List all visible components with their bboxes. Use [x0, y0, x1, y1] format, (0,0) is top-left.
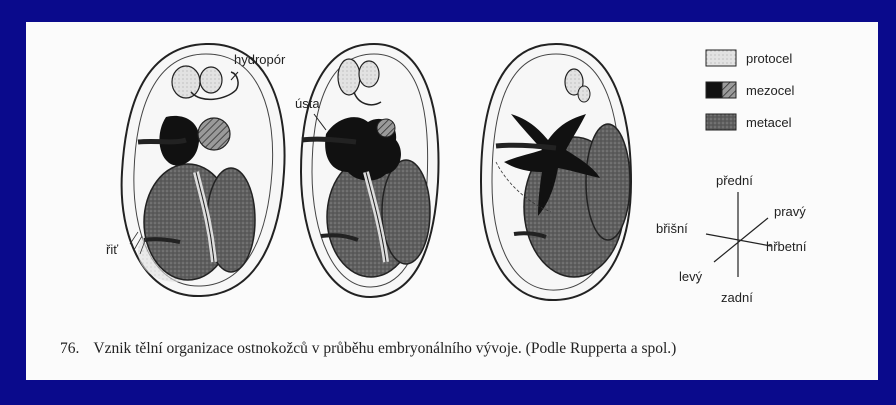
embryo-stage-3 [481, 44, 631, 300]
orientation-axes: přední zadní břišní hřbetní pravý levý [656, 173, 807, 305]
axis-label-lower-left: levý [679, 269, 703, 284]
embryo-diagram: hydropór ústa řiť protocel mezocel metac… [26, 22, 878, 332]
label-hydropor: hydropór [234, 52, 286, 67]
embryo-stage-1 [122, 44, 285, 296]
legend: protocel mezocel metacel [706, 50, 795, 130]
axis-label-left: břišní [656, 221, 688, 236]
figure-sheet: hydropór ústa řiť protocel mezocel metac… [26, 22, 878, 380]
legend-label-mezocel: mezocel [746, 83, 795, 98]
embryo-stage-2 [301, 44, 438, 297]
legend-swatch-mezocel-hatched [722, 82, 736, 98]
axis-label-upper-right: pravý [774, 204, 806, 219]
axis-label-right: hřbetní [766, 239, 807, 254]
axis-label-top: přední [716, 173, 753, 188]
legend-label-metacel: metacel [746, 115, 792, 130]
legend-swatch-mezocel-solid [706, 82, 722, 98]
legend-swatch-protocel [706, 50, 736, 66]
label-usta: ústa [295, 96, 320, 111]
figure-caption: 76. Vznik tělní organizace ostnokožců v p… [60, 340, 860, 358]
axis-diagonal [714, 218, 768, 262]
axis-label-bottom: zadní [721, 290, 753, 305]
legend-swatch-metacel [706, 114, 736, 130]
caption-number: 76. [60, 340, 79, 357]
legend-label-protocel: protocel [746, 51, 792, 66]
label-rit: řiť [106, 242, 118, 257]
caption-text: Vznik tělní organizace ostnokožců v průb… [93, 340, 676, 357]
